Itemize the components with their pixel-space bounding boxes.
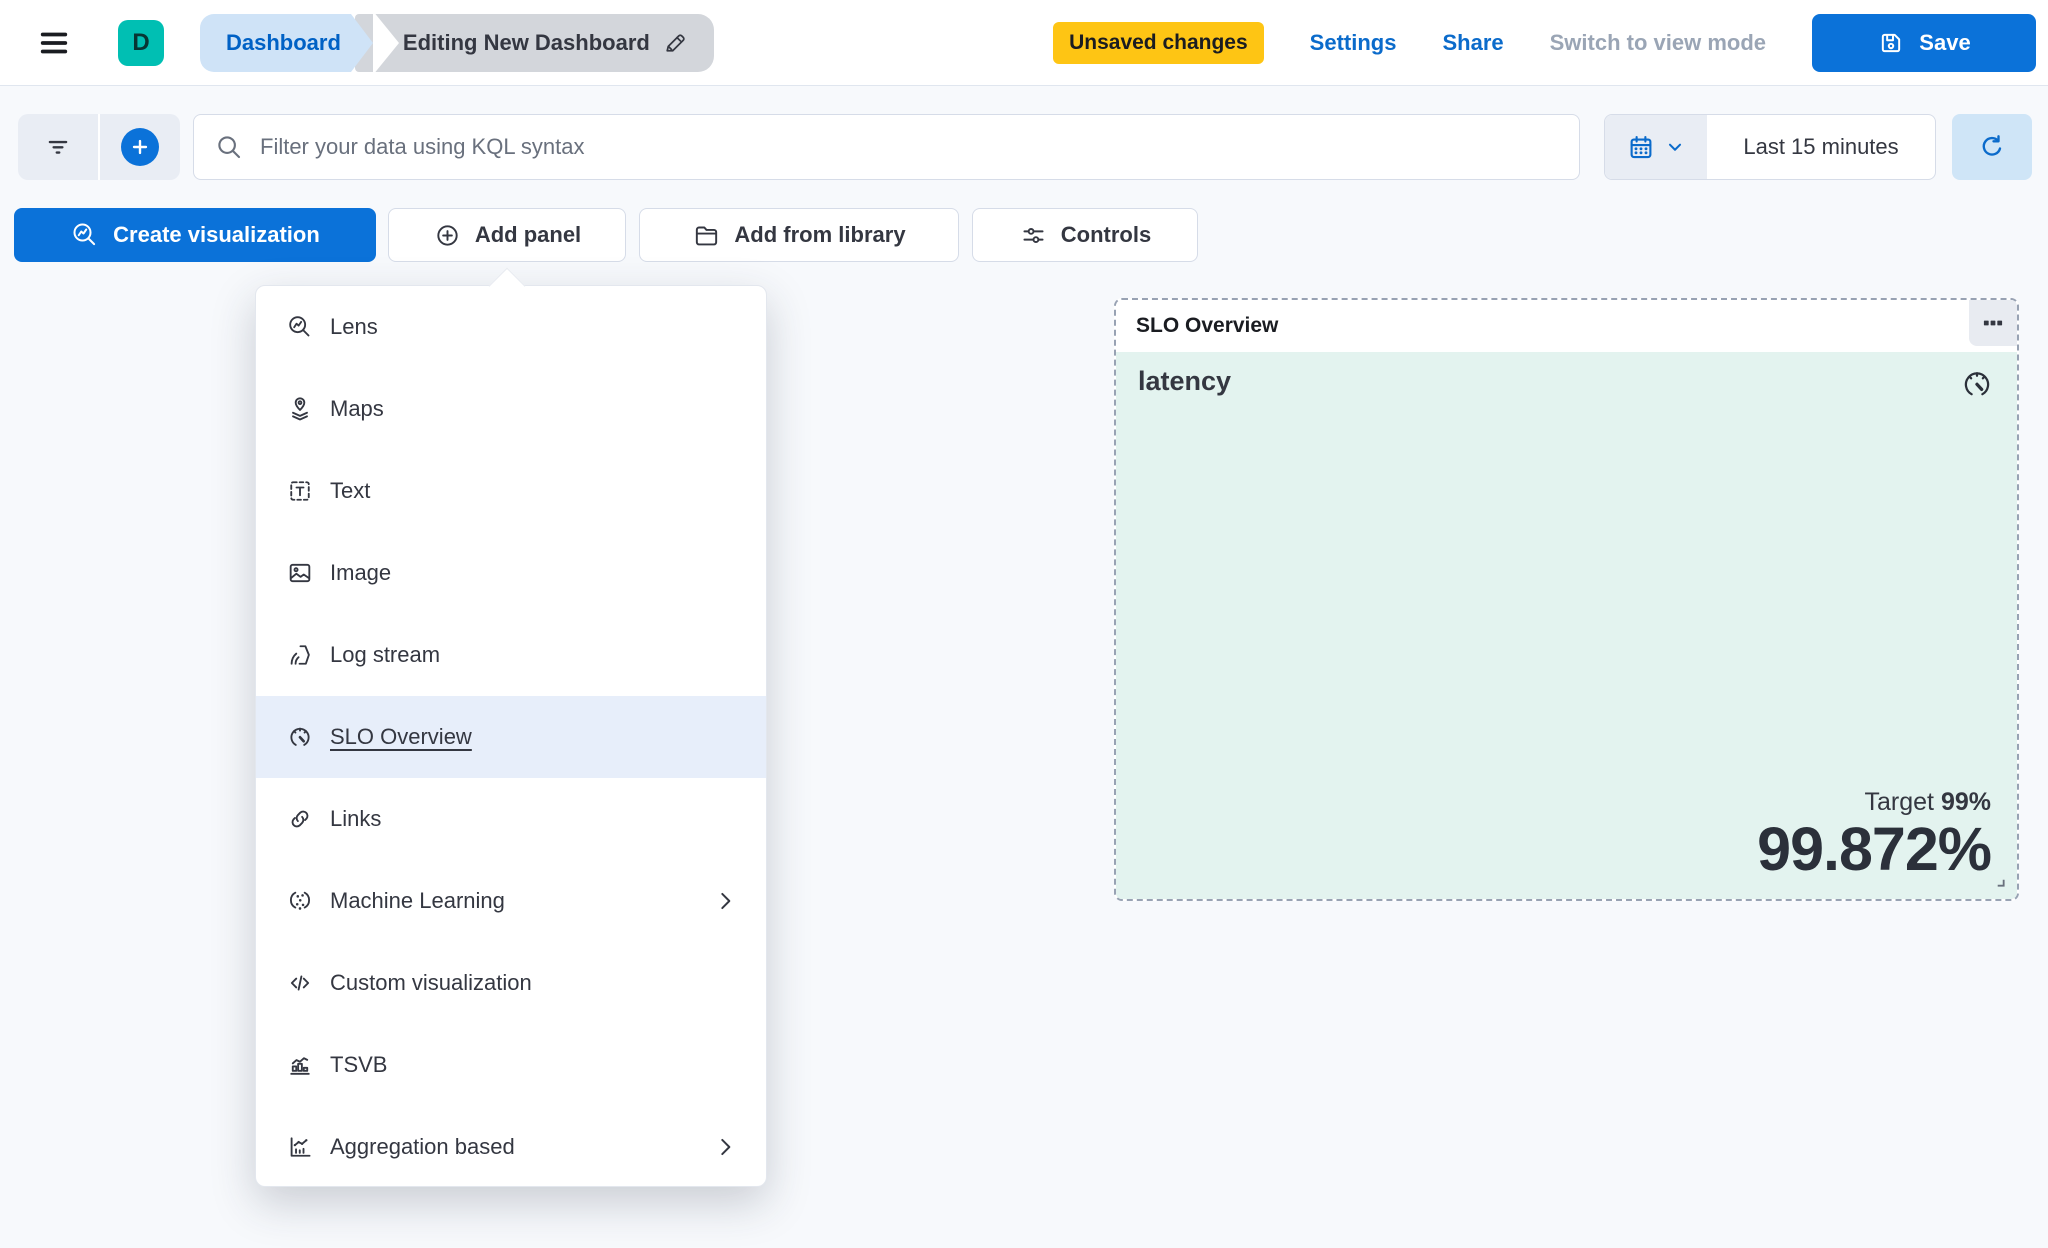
page-title: Editing New Dashboard — [402, 29, 650, 55]
chevron-right-icon — [721, 1138, 731, 1156]
breadcrumb-arrow-gap — [372, 10, 399, 75]
chevron-down-icon — [1668, 143, 1682, 151]
image-icon — [289, 563, 311, 583]
filter-icon — [48, 140, 68, 154]
gauge-icon — [290, 727, 310, 746]
add-from-library-button[interactable]: Add from library — [639, 208, 959, 262]
time-range-picker: Last 15 minutes — [1604, 114, 1936, 180]
menu-item-machine-learning[interactable]: Machine Learning — [256, 860, 766, 942]
boxes-horizontal-icon — [1983, 320, 2003, 326]
add-panel-menu: Lens Maps Text Image Log stream SLO Over… — [255, 267, 767, 1188]
lens-icon — [289, 316, 310, 337]
maps-icon — [292, 397, 308, 421]
controls-button[interactable]: Controls — [972, 208, 1198, 262]
query-toolbar: Last 15 minutes — [0, 86, 2048, 208]
filter-controls — [18, 114, 180, 180]
unsaved-changes-badge: Unsaved changes — [1053, 21, 1264, 64]
slo-card: latency Target 99% 99.872% — [1116, 352, 2017, 899]
top-bar: D Dashboard Editing New Dashboard Unsave… — [0, 0, 2048, 86]
link-icon — [291, 810, 309, 828]
panel-options-button[interactable] — [1969, 300, 2017, 346]
breadcrumb-arrow — [350, 13, 373, 72]
edit-pencil-icon — [666, 33, 685, 52]
plus-circle-icon — [121, 128, 159, 166]
target-label: Target — [1864, 788, 1934, 817]
menu-item-log-stream[interactable]: Log stream — [256, 614, 766, 696]
time-range-value[interactable]: Last 15 minutes — [1743, 134, 1899, 159]
resize-handle-icon[interactable] — [1989, 871, 2011, 893]
lens-icon — [73, 223, 96, 246]
folder-icon — [696, 226, 718, 245]
chevron-right-icon — [721, 892, 731, 910]
gauge-icon — [1964, 372, 1990, 396]
text-icon — [290, 481, 310, 501]
sliders-icon — [1023, 227, 1044, 243]
menu-item-image[interactable]: Image — [256, 532, 766, 614]
log-stream-icon — [290, 645, 310, 665]
menu-hamburger-icon[interactable] — [34, 26, 74, 60]
panel-header: SLO Overview — [1116, 300, 2017, 352]
breadcrumb: Dashboard Editing New Dashboard — [200, 10, 714, 75]
slo-overview-panel[interactable]: SLO Overview latency Target 99% 99.872% — [1114, 298, 2019, 901]
add-panel-button[interactable]: Add panel — [388, 208, 626, 262]
calendar-dropdown-button[interactable] — [1605, 115, 1707, 179]
refresh-button[interactable] — [1952, 114, 2032, 180]
add-filter-button[interactable] — [100, 114, 180, 180]
menu-item-links[interactable]: Links — [256, 778, 766, 860]
plus-circle-outline-icon — [437, 224, 458, 246]
menu-item-text[interactable]: Text — [256, 450, 766, 532]
menu-item-custom-visualization[interactable]: Custom visualization — [256, 942, 766, 1024]
breadcrumb-current[interactable]: Editing New Dashboard — [354, 13, 714, 72]
menu-item-slo-overview[interactable]: SLO Overview — [256, 696, 766, 778]
slo-observed-value: 99.872% — [1757, 815, 1992, 884]
avatar[interactable]: D — [118, 19, 164, 66]
kql-input[interactable] — [260, 134, 1559, 160]
panel-title: SLO Overview — [1136, 314, 1279, 337]
breadcrumb-dashboard[interactable]: Dashboard — [200, 13, 351, 72]
aggregation-icon — [290, 1137, 311, 1157]
menu-item-lens[interactable]: Lens — [256, 286, 766, 368]
machine-learning-icon — [289, 891, 311, 910]
settings-link[interactable]: Settings — [1309, 29, 1397, 55]
menu-item-maps[interactable]: Maps — [256, 368, 766, 450]
save-icon — [1882, 33, 1901, 52]
dashboard-actions: Create visualization Add panel Add from … — [0, 208, 2048, 262]
slo-figures: Target 99% 99.872% — [1757, 788, 1992, 884]
kql-search-bar[interactable] — [193, 114, 1580, 180]
calendar-icon — [1630, 135, 1652, 159]
save-button[interactable]: Save — [1812, 13, 2036, 72]
create-visualization-button[interactable]: Create visualization — [14, 208, 376, 262]
switch-view-mode-link[interactable]: Switch to view mode — [1549, 29, 1766, 55]
code-icon — [290, 975, 310, 991]
refresh-icon — [1982, 135, 2002, 156]
share-link[interactable]: Share — [1442, 29, 1504, 55]
target-value: 99% — [1940, 788, 1991, 817]
menu-item-tsvb[interactable]: TSVB — [256, 1024, 766, 1106]
divider — [98, 114, 100, 180]
search-icon — [218, 136, 241, 159]
tsvb-icon — [290, 1057, 310, 1075]
slo-name: latency — [1138, 366, 1232, 396]
filter-button[interactable] — [18, 114, 98, 180]
menu-item-aggregation-based[interactable]: Aggregation based — [256, 1106, 766, 1188]
